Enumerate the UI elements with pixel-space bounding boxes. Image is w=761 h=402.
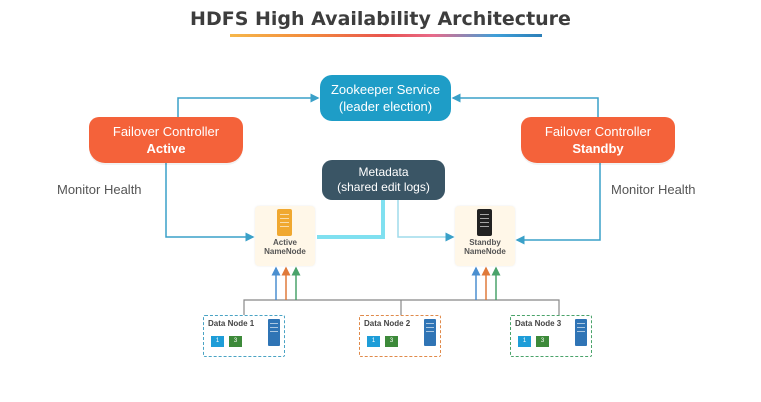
monitor-health-right-label: Monitor Health [611,182,696,197]
failover-active-state: Active [146,141,186,156]
metadata-box: Metadata (shared edit logs) [322,160,445,200]
zookeeper-subtitle: (leader election) [338,99,433,114]
standby-namenode: Standby NameNode [455,206,515,266]
standby-namenode-label-line2: NameNode [464,247,506,256]
failover-active-title: Failover Controller [112,124,220,139]
server-icon [477,209,492,236]
active-namenode-label-line2: NameNode [264,247,306,256]
block-badge: 1 [211,336,224,347]
title-underline [230,34,542,37]
data-node-1: Data Node 1 1 3 [203,315,285,357]
standby-namenode-label: Standby NameNode [455,238,515,256]
data-node-2: Data Node 2 1 3 [359,315,441,357]
failover-controller-active-box: Failover Controller Active [89,117,243,163]
data-node-3: Data Node 3 1 3 [510,315,592,357]
server-icon [575,319,587,346]
link-metadata-standby [397,200,455,242]
page-title: HDFS High Availability Architecture [190,8,571,30]
block-badge: 3 [229,336,242,347]
active-namenode: Active NameNode [255,206,315,266]
block-badge: 1 [518,336,531,347]
standby-namenode-label-line1: Standby [469,238,501,247]
server-icon [268,319,280,346]
data-node-label: Data Node 1 [208,319,255,328]
active-namenode-label-line1: Active [272,238,297,247]
block-badge: 1 [367,336,380,347]
block-badge: 3 [536,336,549,347]
link-fc-standby-zookeeper [451,93,599,117]
metadata-subtitle: (shared edit logs) [337,180,430,194]
metadata-title: Metadata [358,165,409,179]
data-node-label: Data Node 3 [515,319,562,328]
data-node-label: Data Node 2 [364,319,411,328]
failover-standby-title: Failover Controller [544,124,652,139]
link-active-metadata [317,200,385,239]
failover-controller-standby-box: Failover Controller Standby [521,117,675,163]
failover-standby-state: Standby [572,141,624,156]
monitor-health-left-label: Monitor Health [57,182,142,197]
server-icon [424,319,436,346]
active-namenode-label: Active NameNode [255,238,315,256]
link-fc-standby-namenode [515,163,601,245]
link-fc-active-namenode [165,163,255,242]
zookeeper-title: Zookeeper Service [330,82,441,97]
block-badge: 3 [385,336,398,347]
link-fc-active-zookeeper [177,93,320,117]
zookeeper-service-box: Zookeeper Service (leader election) [320,75,451,121]
server-icon [277,209,292,236]
